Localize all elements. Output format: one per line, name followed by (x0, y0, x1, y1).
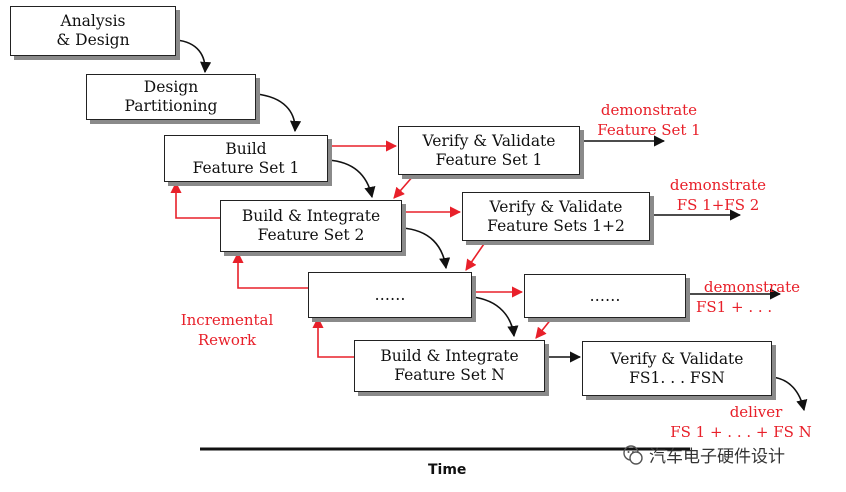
rework-line1: Incremental (180, 311, 274, 329)
build-integrate-feature-set-2-box: Build & Integrate Feature Set 2 (220, 200, 402, 252)
analysis-design-line1: Analysis (60, 12, 126, 30)
deliver-label: deliver FS 1 + . . . + FS N (646, 402, 836, 442)
deliver-line1: deliver (729, 403, 783, 421)
build-integrate-feature-set-n-box: Build & Integrate Feature Set N (354, 340, 545, 392)
verify1-line2: Feature Set 1 (435, 150, 543, 169)
demo2-line2: FS 1+FS 2 (676, 196, 760, 214)
design-partitioning-line1: Design (143, 78, 199, 96)
watermark-text: 汽车电子硬件设计 (649, 447, 785, 467)
build2-line1: Build & Integrate (241, 207, 381, 225)
rework-loop-dots-to-build2 (232, 251, 308, 289)
watermark: 汽车电子硬件设计 (622, 442, 785, 467)
incremental-rework-label: Incremental Rework (164, 310, 290, 350)
verify-feature-sets-1-2-box: Verify & Validate Feature Sets 1+2 (462, 192, 650, 241)
demo1-line1: demonstrate (600, 101, 698, 119)
rework-loop-build2-to-build1 (170, 181, 220, 219)
design-partitioning-line2: Partitioning (124, 97, 218, 115)
red-feedback-verify2-to-dots (465, 240, 487, 271)
intermediate-verify-box: …… (524, 274, 686, 318)
buildN-line1: Build & Integrate (380, 347, 519, 365)
flow-arrow-dots-to-buildN (471, 296, 519, 338)
rework-loop-buildN-to-dots (312, 316, 354, 358)
demo1-line2: Feature Set 1 (597, 121, 701, 139)
dots-build-label: …… (374, 285, 406, 304)
verifyN-line2: FS1. . . FSN (629, 368, 725, 387)
wechat-logo-icon (623, 444, 643, 465)
design-partitioning-box: Design Partitioning (86, 74, 256, 120)
verify1-line1: Verify & Validate (422, 131, 556, 150)
verify2-line2: Feature Sets 1+2 (487, 216, 625, 235)
build-feature-set-1-box: Build Feature Set 1 (164, 135, 328, 182)
build1-line1: Build (225, 139, 267, 158)
analysis-design-line2: & Design (56, 31, 130, 49)
analysis-design-box: Analysis & Design (10, 6, 176, 56)
verify-feature-set-1-box: Verify & Validate Feature Set 1 (398, 126, 580, 175)
flow-arrow-build2-to-dots (401, 227, 451, 270)
flow-arrow-partitioning-to-build1 (255, 93, 302, 133)
rework-line2: Rework (197, 331, 257, 349)
red-feedback-dotsverify-to-buildN (535, 317, 553, 339)
demo3-line2: FS1 + . . . (696, 298, 773, 316)
demonstrate-fs1-plus-label: demonstrate FS1 + . . . (688, 277, 816, 317)
verify-fs1-fsn-box: Verify & Validate FS1. . . FSN (582, 341, 772, 396)
output-arrow-verifyN (771, 376, 808, 412)
demonstrate-fs1-label: demonstrate Feature Set 1 (582, 100, 716, 140)
demonstrate-fs1-fs2-label: demonstrate FS 1+FS 2 (656, 175, 780, 215)
red-feedback-verify1-to-build2 (393, 174, 415, 199)
deliver-line2: FS 1 + . . . + FS N (670, 423, 812, 441)
flow-arrow-analysis-to-partitioning (175, 39, 212, 74)
build1-line2: Feature Set 1 (192, 158, 300, 177)
build2-line2: Feature Set 2 (257, 226, 365, 244)
time-axis-label: Time (428, 462, 467, 478)
dots-verify-label: …… (589, 286, 621, 305)
flow-arrow-build1-to-build2 (327, 159, 376, 199)
intermediate-build-box: …… (308, 272, 472, 318)
demo3-line1: demonstrate (703, 278, 801, 296)
buildN-line2: Feature Set N (394, 366, 505, 384)
verify2-line1: Verify & Validate (489, 197, 623, 216)
demo2-line1: demonstrate (669, 176, 767, 194)
verifyN-line1: Verify & Validate (610, 349, 744, 368)
